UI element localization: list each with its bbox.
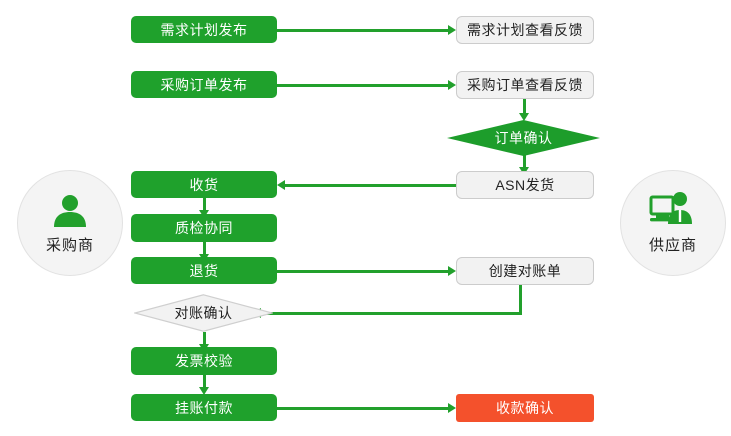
node-quality-inspection-collaboration[interactable]: 质检协同 xyxy=(131,214,277,242)
edge-reconcile-to-invoice-line xyxy=(203,332,206,346)
edge-po-feedback-to-order-confirm-line xyxy=(523,99,526,115)
edge-create-statement-to-reconcile-vertical xyxy=(519,284,522,315)
actor-buyer[interactable]: 采购商 xyxy=(17,170,123,276)
actor-supplier[interactable]: 供应商 xyxy=(620,170,726,276)
edge-create-statement-to-reconcile-horizontal xyxy=(261,312,522,315)
reconciliation-confirm-diamond-shape xyxy=(134,294,273,332)
node-create-statement[interactable]: 创建对账单 xyxy=(456,257,594,285)
node-asn-shipment[interactable]: ASN发货 xyxy=(456,171,594,199)
edge-purchase-order-to-feedback-line xyxy=(277,84,448,87)
edge-receive-to-quality-line xyxy=(203,198,206,212)
edge-requirement-plan-to-feedback-line xyxy=(277,29,448,32)
actor-supplier-label: 供应商 xyxy=(648,237,697,254)
node-purchase-order-view-feedback[interactable]: 采购订单查看反馈 xyxy=(456,71,594,99)
node-requirement-plan-publish[interactable]: 需求计划发布 xyxy=(131,16,277,43)
edge-payment-to-receipt-confirm-arrow xyxy=(448,403,456,413)
node-return-goods[interactable]: 退货 xyxy=(131,257,277,284)
edge-requirement-plan-to-feedback-arrow xyxy=(448,25,456,35)
node-requirement-plan-view-feedback[interactable]: 需求计划查看反馈 xyxy=(456,16,594,44)
person-icon xyxy=(50,191,90,231)
node-receipt-confirm[interactable]: 收款确认 xyxy=(456,394,594,422)
order-confirm-diamond-shape xyxy=(447,120,600,156)
edge-invoice-to-payment-line xyxy=(203,375,206,389)
edge-return-to-create-statement-line xyxy=(277,270,448,273)
node-purchase-order-publish[interactable]: 采购订单发布 xyxy=(131,71,277,98)
actor-buyer-label: 采购商 xyxy=(45,237,94,254)
node-reconciliation-confirm-decision[interactable]: 对账确认 xyxy=(134,294,273,332)
edge-asn-to-receive-line xyxy=(285,184,456,187)
node-order-confirm-decision[interactable]: 订单确认 xyxy=(447,120,600,156)
edge-asn-to-receive-arrow xyxy=(277,180,285,190)
edge-purchase-order-to-feedback-arrow xyxy=(448,80,456,90)
node-accrual-payment[interactable]: 挂账付款 xyxy=(131,394,277,421)
edge-payment-to-receipt-confirm-line xyxy=(277,407,448,410)
edge-return-to-create-statement-arrow xyxy=(448,266,456,276)
edge-order-confirm-to-asn-line xyxy=(523,155,526,169)
node-receive-goods[interactable]: 收货 xyxy=(131,171,277,198)
edge-invoice-to-payment-arrow xyxy=(199,387,209,395)
node-invoice-verification[interactable]: 发票校验 xyxy=(131,347,277,375)
edge-po-feedback-to-order-confirm-arrow xyxy=(519,113,529,121)
edge-quality-to-return-line xyxy=(203,242,206,256)
node-reconciliation-confirm-label: 对账确认 xyxy=(174,305,233,321)
person-with-computer-icon xyxy=(649,191,697,231)
node-order-confirm-label: 订单确认 xyxy=(494,130,553,146)
